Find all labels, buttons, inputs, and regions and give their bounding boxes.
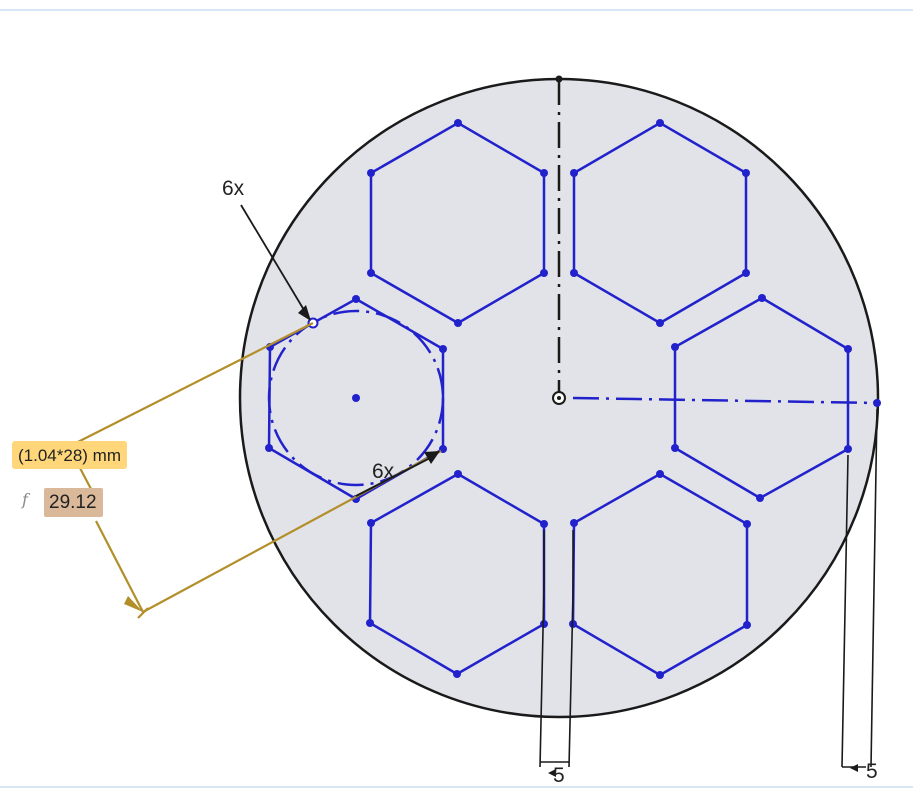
top-point[interactable] [555,75,563,83]
origin-dot [557,396,561,400]
hexagon-top-right[interactable] [570,119,750,327]
pattern-count-leader [355,457,431,497]
construction-circle-center[interactable] [352,394,360,402]
pattern-count-leader [240,204,305,311]
dimension-expression-box[interactable]: (1.04*28) mm [12,441,127,469]
offset-dimension-bottom-value[interactable]: 5 [553,764,565,787]
viewport-top-border [0,9,913,11]
right-point[interactable] [873,399,881,407]
construction-circle[interactable] [267,309,445,487]
viewport-bottom-border [0,786,913,788]
dimension-value-box[interactable]: 29.12 [44,488,103,517]
hexagon-bottom-left[interactable] [366,470,548,678]
pattern-count-label[interactable]: 6x [222,177,245,200]
pattern-arrow-head [298,305,311,321]
offset-arrow [850,764,858,772]
hexagon-seed-left[interactable] [265,295,447,503]
hexagon-right[interactable] [671,294,852,502]
pattern-arrow-head [424,451,440,464]
offset-arrow [548,769,556,777]
pattern-count-label[interactable]: 6x [372,460,395,483]
offset-dimension-right-value[interactable]: 5 [866,760,878,783]
dimension-value-text: 29.12 [49,492,97,513]
dimension-expression-text: (1.04*28) mm [18,446,121,465]
offset-dimension-bottom[interactable] [539,530,574,768]
horizontal-centerline[interactable] [572,396,878,405]
hexagon-top-left[interactable] [367,119,548,327]
dimension-arrowhead [124,596,143,612]
function-icon: f [22,490,28,509]
